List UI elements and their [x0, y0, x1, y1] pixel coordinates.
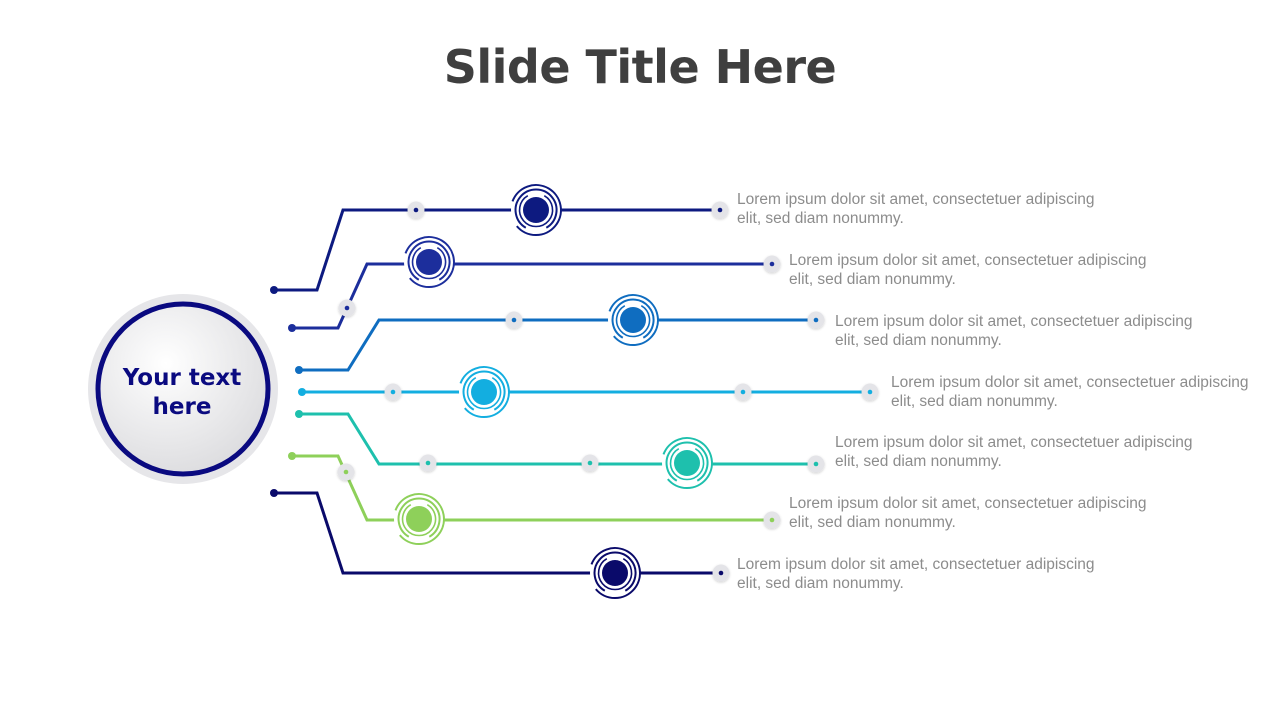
branch-node-center — [343, 469, 349, 475]
branch-description-1: Lorem ipsum dolor sit amet, consectetuer… — [737, 191, 1095, 227]
branch-line — [274, 491, 720, 575]
branch-node-center — [511, 317, 517, 323]
target-ring-outer — [662, 437, 713, 490]
branch-node-center — [413, 207, 419, 213]
branch-7 — [270, 489, 730, 600]
target-ring-middle — [397, 497, 441, 538]
target-ring-middle — [407, 240, 451, 281]
branch-line — [274, 208, 720, 292]
branch-node-center — [344, 305, 350, 311]
branch-node-center — [587, 460, 593, 466]
branch-start-dot — [295, 410, 303, 418]
target-center — [620, 307, 646, 333]
branch-node-center — [813, 317, 819, 323]
target-center — [471, 379, 497, 405]
branch-start-dot — [288, 452, 296, 460]
hub-circle — [88, 294, 278, 484]
branch-start-dot — [288, 324, 296, 332]
branch-start-dot — [270, 286, 278, 294]
hub-text: Your text here — [122, 365, 242, 420]
target-marker — [590, 547, 641, 600]
branch-node-center — [813, 461, 819, 467]
branch-line — [292, 262, 772, 330]
target-ring-outer — [608, 294, 659, 347]
branch-start-dot — [298, 388, 306, 396]
branch-line — [299, 318, 816, 372]
target-ring-inner — [615, 305, 651, 338]
target-ring-middle — [593, 551, 637, 592]
target-ring-outer — [394, 493, 445, 546]
branch-description-2: Lorem ipsum dolor sit amet, consectetuer… — [789, 252, 1147, 288]
branch-description-6: Lorem ipsum dolor sit amet, consectetuer… — [789, 495, 1147, 531]
branch-start-dot — [295, 366, 303, 374]
branch-description-5: Lorem ipsum dolor sit amet, consectetuer… — [835, 434, 1193, 470]
branch-3 — [295, 294, 825, 374]
target-ring-outer — [404, 236, 455, 289]
target-ring-inner — [466, 377, 502, 410]
branch-5 — [295, 410, 825, 490]
target-ring-middle — [514, 188, 558, 229]
branch-1 — [270, 184, 729, 294]
target-ring-middle — [611, 298, 655, 339]
branch-6 — [288, 452, 781, 546]
branch-description-7: Lorem ipsum dolor sit amet, consectetuer… — [737, 556, 1095, 592]
branch-node-center — [867, 389, 873, 395]
branch-4 — [298, 366, 879, 419]
branch-line — [299, 412, 816, 466]
branch-node-center — [740, 389, 746, 395]
target-marker — [662, 437, 713, 490]
branch-node-center — [718, 570, 724, 576]
target-marker — [404, 236, 455, 289]
branch-2 — [288, 236, 781, 332]
target-marker — [608, 294, 659, 347]
target-ring-outer — [590, 547, 641, 600]
target-center — [406, 506, 432, 532]
target-ring-inner — [669, 448, 705, 481]
target-ring-outer — [459, 366, 510, 419]
target-ring-inner — [411, 247, 447, 280]
target-center — [523, 197, 549, 223]
branch-description-4: Lorem ipsum dolor sit amet, consectetuer… — [891, 374, 1249, 410]
branch-node-center — [390, 389, 396, 395]
target-ring-outer — [511, 184, 562, 237]
target-center — [674, 450, 700, 476]
target-marker — [394, 493, 445, 546]
target-ring-inner — [597, 558, 633, 591]
branch-node-center — [769, 517, 775, 523]
slide-title: Slide Title Here — [443, 40, 837, 94]
branch-node-center — [769, 261, 775, 267]
target-center — [416, 249, 442, 275]
target-marker — [459, 366, 510, 419]
target-marker — [511, 184, 562, 237]
target-center — [602, 560, 628, 586]
target-ring-middle — [665, 441, 709, 482]
branch-description-3: Lorem ipsum dolor sit amet, consectetuer… — [835, 313, 1193, 349]
branch-line — [292, 454, 772, 522]
branch-node-center — [717, 207, 723, 213]
branch-node-center — [425, 460, 431, 466]
target-ring-middle — [462, 370, 506, 411]
branch-start-dot — [270, 489, 278, 497]
target-ring-inner — [518, 195, 554, 228]
target-ring-inner — [401, 504, 437, 537]
